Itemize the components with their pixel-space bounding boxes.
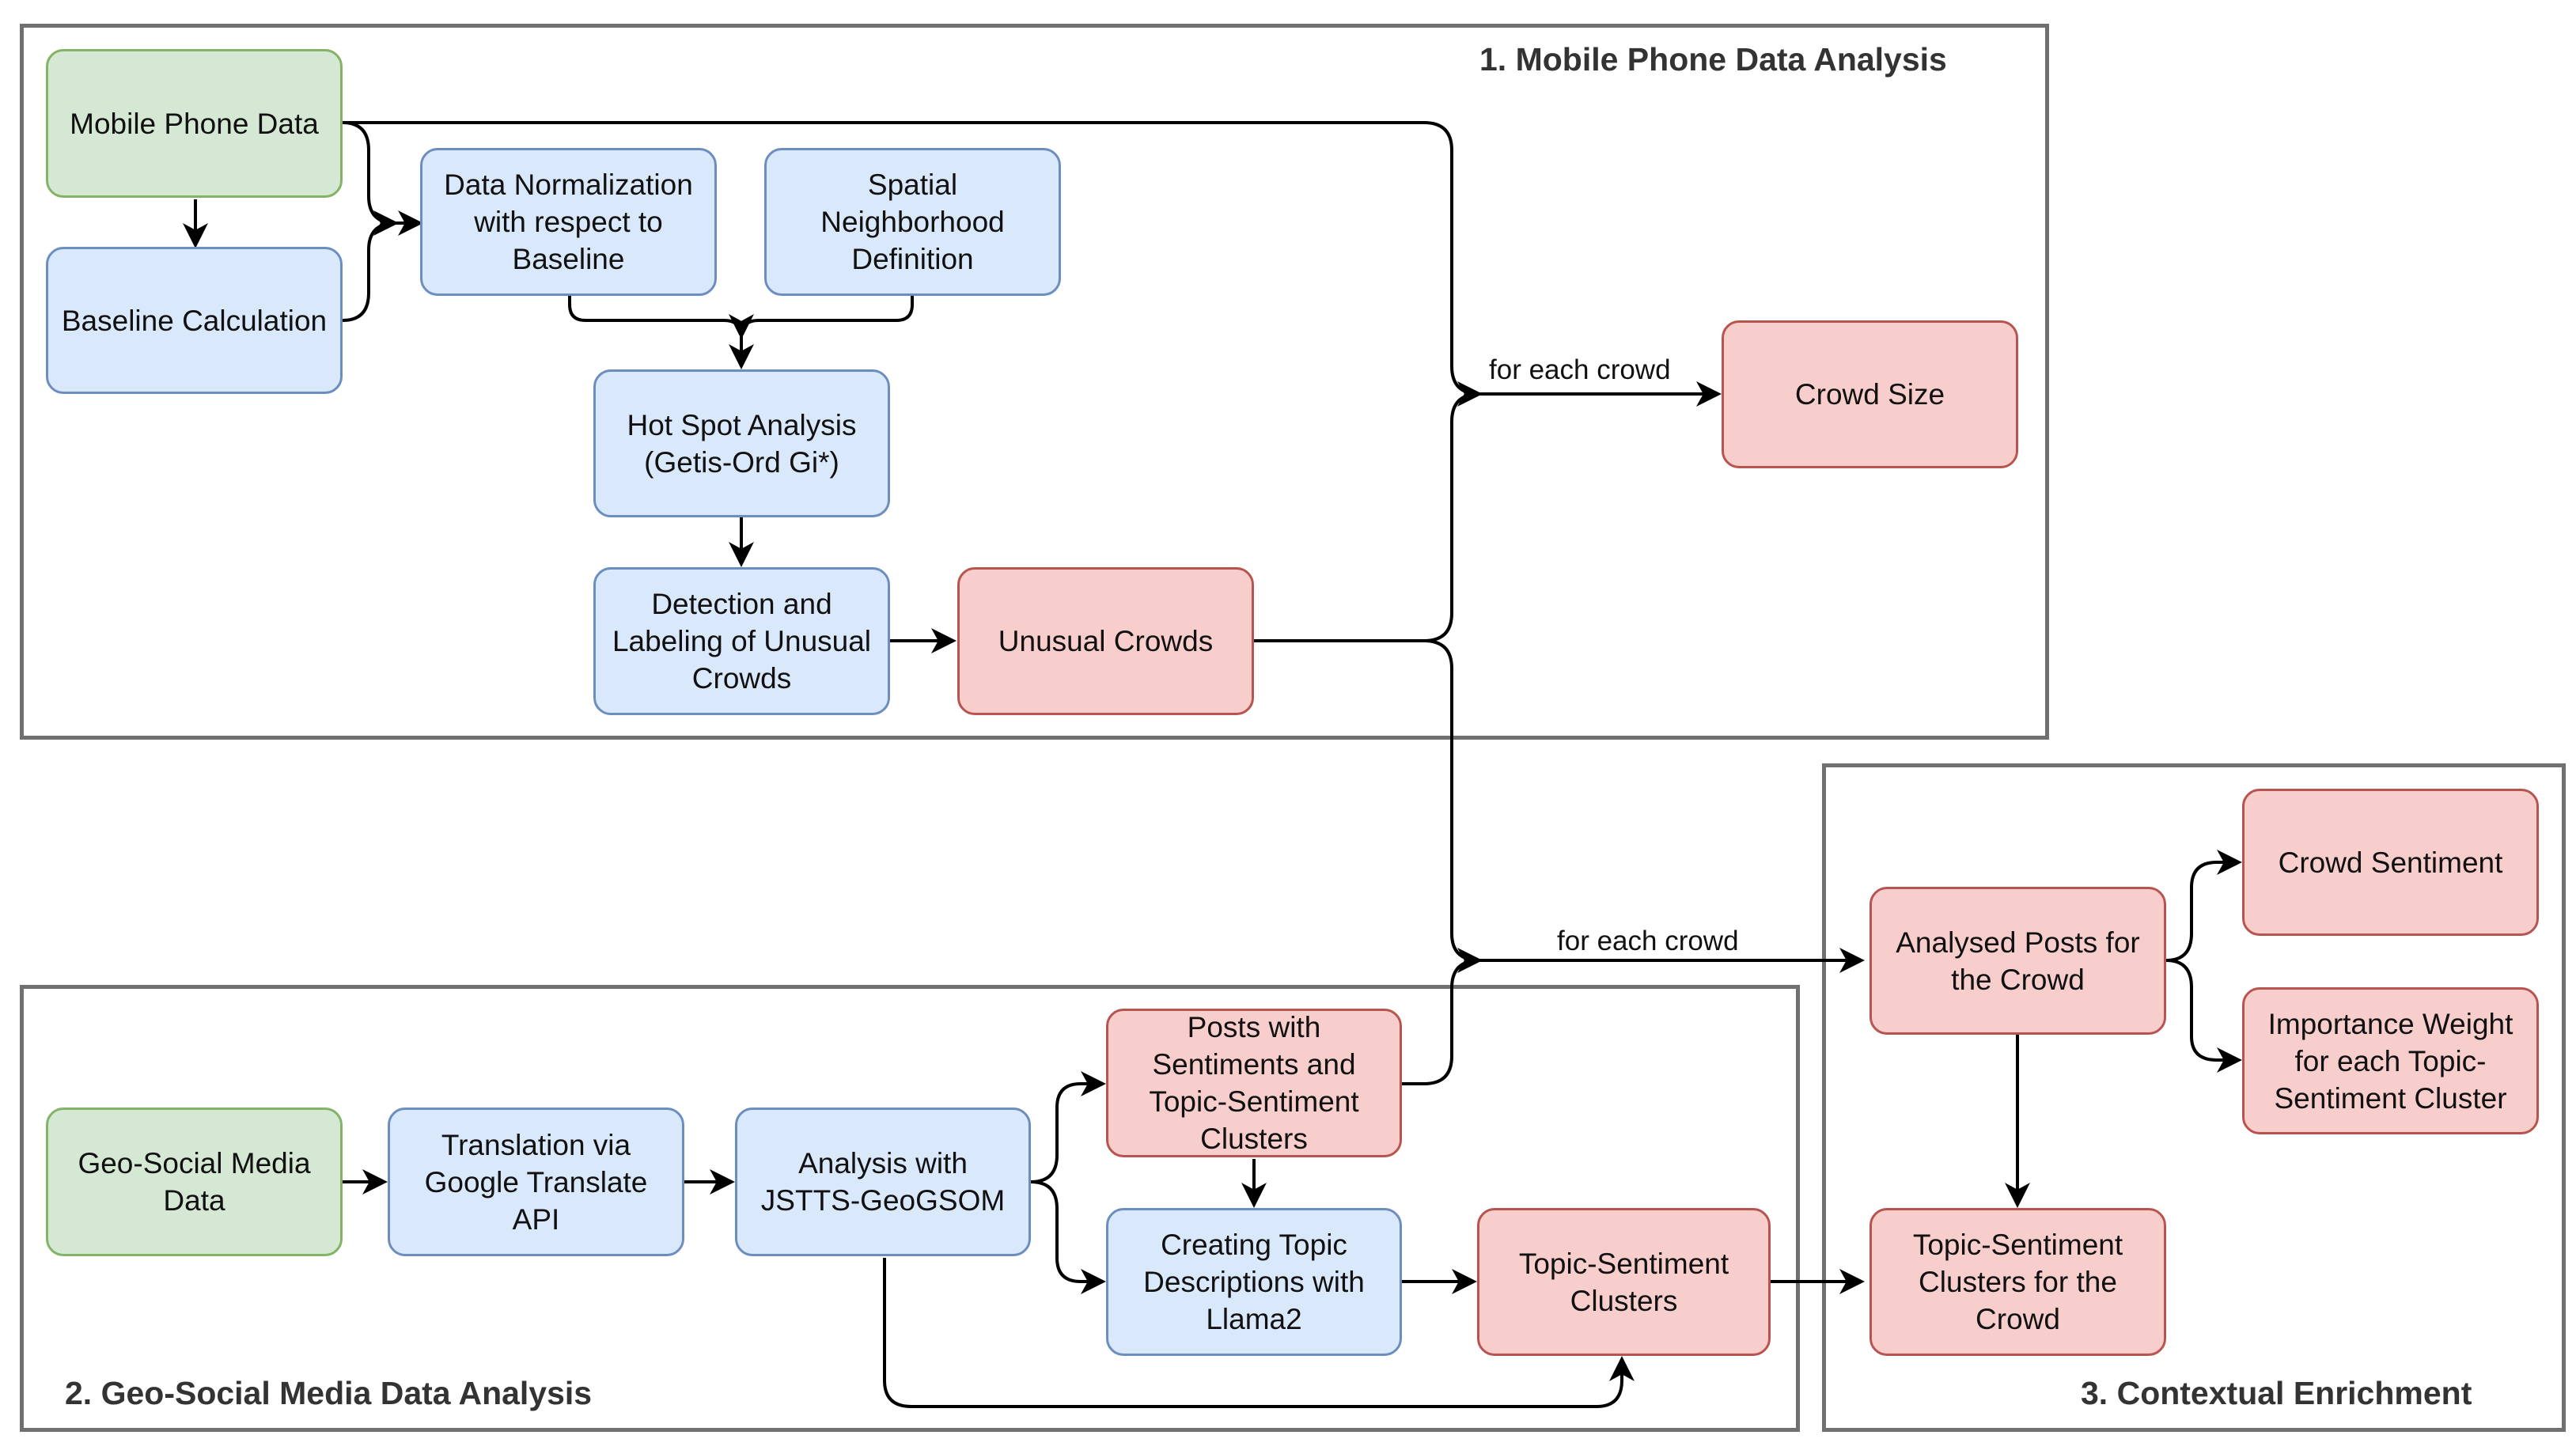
node-analysed-posts-label: Analysed Posts for the Crowd — [1896, 926, 2140, 996]
node-baseline-calculation: Baseline Calculation — [46, 247, 343, 394]
node-creating-topic-descriptions-label: Creating Topic Descriptions with Llama2 — [1143, 1229, 1365, 1335]
edge-analysis-to-creating — [1030, 1180, 1106, 1294]
node-importance-weight: Importance Weight for each Topic- Sentim… — [2242, 987, 2539, 1134]
edge-unusual-to-analysed — [1254, 639, 1865, 973]
edge-spatial-to-hotspot — [729, 296, 914, 339]
group-social-frame — [20, 985, 1800, 1432]
edge-posts-to-analysed — [1402, 948, 1483, 1085]
edge-analysed-to-sentiment — [2165, 850, 2242, 962]
node-importance-weight-label: Importance Weight for each Topic- Sentim… — [2267, 1007, 2513, 1115]
node-detection-labeling-label: Detection and Labeling of Unusual Crowds — [612, 588, 872, 695]
node-topic-sentiment-clusters: Topic-Sentiment Clusters — [1477, 1208, 1771, 1356]
node-data-normalization: Data Normalization with respect to Basel… — [420, 148, 717, 296]
node-hot-spot-analysis: Hot Spot Analysis (Getis-Ord Gi*) — [593, 369, 890, 517]
node-analysed-posts: Analysed Posts for the Crowd — [1869, 887, 2166, 1035]
group-social-title: 2. Geo-Social Media Data Analysis — [65, 1375, 593, 1411]
group-enrich-title: 3. Contextual Enrichment — [2081, 1375, 2472, 1411]
node-geo-social-data: Geo-Social Media Data — [46, 1108, 343, 1256]
node-unusual-crowds-label: Unusual Crowds — [998, 625, 1214, 657]
node-geo-social-data-label: Geo-Social Media Data — [78, 1147, 311, 1217]
edge-baseline-to-normalization — [342, 210, 399, 322]
node-spatial-neighborhood-label: Spatial Neighborhood Definition — [820, 168, 1005, 275]
edge-mobile-to-normalization — [342, 121, 423, 236]
node-mobile-phone-data: Mobile Phone Data — [46, 49, 343, 198]
node-baseline-calculation-label: Baseline Calculation — [61, 304, 328, 337]
node-clusters-for-crowd-label: Topic-Sentiment Clusters for the Crowd — [1912, 1229, 2123, 1335]
node-crowd-size-label: Crowd Size — [1794, 378, 1945, 411]
node-detection-labeling: Detection and Labeling of Unusual Crowds — [593, 567, 890, 715]
node-spatial-neighborhood: Spatial Neighborhood Definition — [764, 148, 1061, 296]
node-unusual-crowds: Unusual Crowds — [957, 567, 1254, 715]
node-mobile-phone-data-label: Mobile Phone Data — [70, 107, 319, 140]
node-posts-with-sentiments-label: Posts with Sentiments and Topic-Sentimen… — [1149, 1011, 1359, 1155]
edge-analysis-to-posts — [1030, 1071, 1106, 1183]
group-mobile-frame — [20, 24, 2049, 740]
node-analysis-jstts: Analysis with JSTTS-GeoGSOM — [735, 1108, 1031, 1256]
node-hot-spot-analysis-label: Hot Spot Analysis (Getis-Ord Gi*) — [627, 408, 857, 479]
node-translation-label: Translation via Google Translate API — [424, 1128, 648, 1236]
node-crowd-sentiment: Crowd Sentiment — [2242, 789, 2539, 936]
node-crowd-size: Crowd Size — [1722, 320, 2018, 468]
node-creating-topic-descriptions: Creating Topic Descriptions with Llama2 — [1106, 1208, 1402, 1356]
edge-normalization-to-hotspot — [568, 296, 754, 369]
edge-analysis-to-clusters — [883, 1258, 1635, 1408]
group-mobile-title: 1. Mobile Phone Data Analysis — [1479, 41, 1947, 78]
group-enrich-frame — [1822, 763, 2566, 1432]
edge-label-for-each-crowd-bottom: for each crowd — [1557, 926, 1739, 956]
edge-label-for-each-crowd-top: for each crowd — [1489, 354, 1671, 385]
node-posts-with-sentiments: Posts with Sentiments and Topic-Sentimen… — [1106, 1009, 1402, 1157]
edge-analysed-to-importance — [2165, 959, 2242, 1073]
node-translation: Translation via Google Translate API — [388, 1108, 684, 1256]
node-data-normalization-label: Data Normalization with respect to Basel… — [444, 168, 693, 275]
edge-unusual-to-crowdsize — [1254, 381, 1483, 642]
node-topic-sentiment-clusters-label: Topic-Sentiment Clusters — [1518, 1247, 1729, 1317]
node-clusters-for-crowd: Topic-Sentiment Clusters for the Crowd — [1869, 1208, 2166, 1356]
node-analysis-jstts-label: Analysis with JSTTS-GeoGSOM — [760, 1147, 1006, 1217]
node-crowd-sentiment-label: Crowd Sentiment — [2278, 846, 2503, 879]
